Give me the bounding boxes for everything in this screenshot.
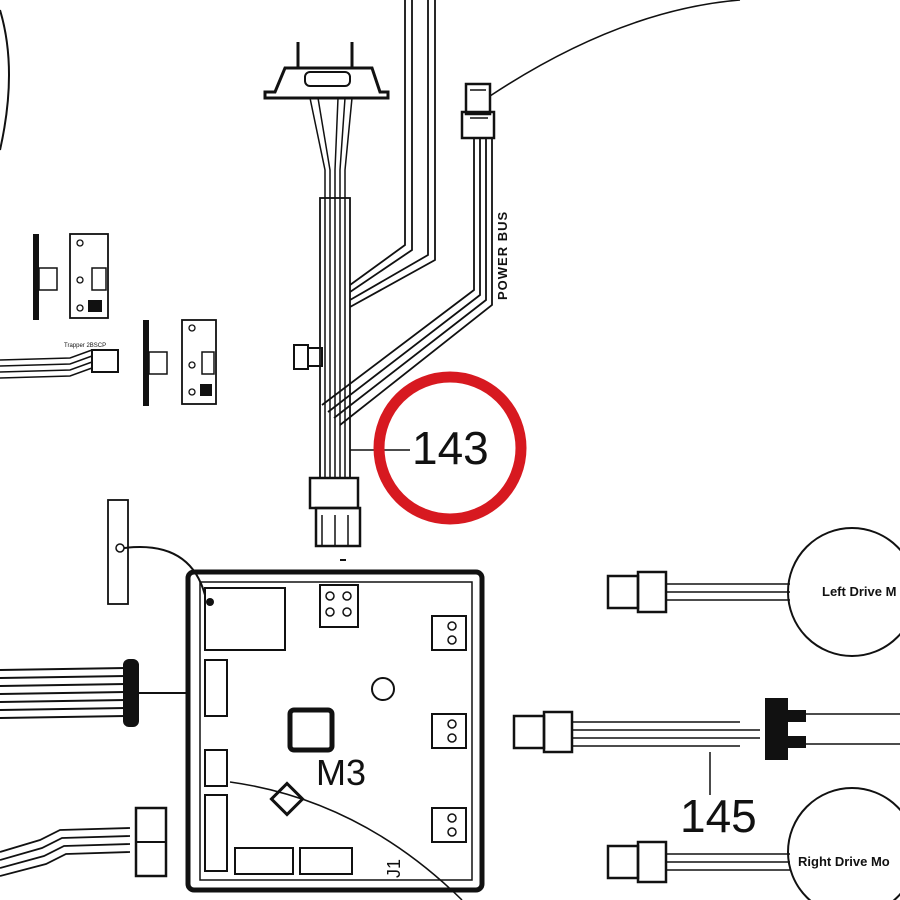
right-drive-motor-label: Right Drive Mo <box>798 854 890 869</box>
motor-cable-145 <box>512 698 900 795</box>
callout-145-label: 145 <box>680 790 757 842</box>
top-connector <box>263 42 390 100</box>
board-j1-label: J1 <box>384 859 404 878</box>
sensor-strip <box>107 499 206 605</box>
power-bus-label: POWER BUS <box>495 211 510 300</box>
svg-text:Trapper 2BSCP: Trapper 2BSCP <box>64 343 106 349</box>
left-drive-motor <box>606 527 900 657</box>
right-drive-motor <box>606 787 900 900</box>
small-board-2 <box>143 319 217 406</box>
callout-143-label: 143 <box>412 422 489 474</box>
main-board-m3 <box>185 569 485 900</box>
board-m3-label: M3 <box>316 752 366 793</box>
highlight-ring <box>373 371 527 525</box>
left-lower-connector <box>0 806 168 878</box>
harness-bottom-connector <box>308 476 362 561</box>
small-wire-connector: Trapper 2BSCP <box>0 343 119 379</box>
upper-cables <box>349 0 436 308</box>
left-edge-arc <box>0 9 10 151</box>
harness-wires <box>309 97 353 479</box>
left-ribbon-cable <box>0 659 190 727</box>
side-connector <box>293 344 323 370</box>
power-bus-cable <box>321 138 493 426</box>
small-board-1 <box>33 233 109 320</box>
power-bus-connector <box>460 0 741 140</box>
left-drive-motor-label: Left Drive M <box>822 584 896 599</box>
